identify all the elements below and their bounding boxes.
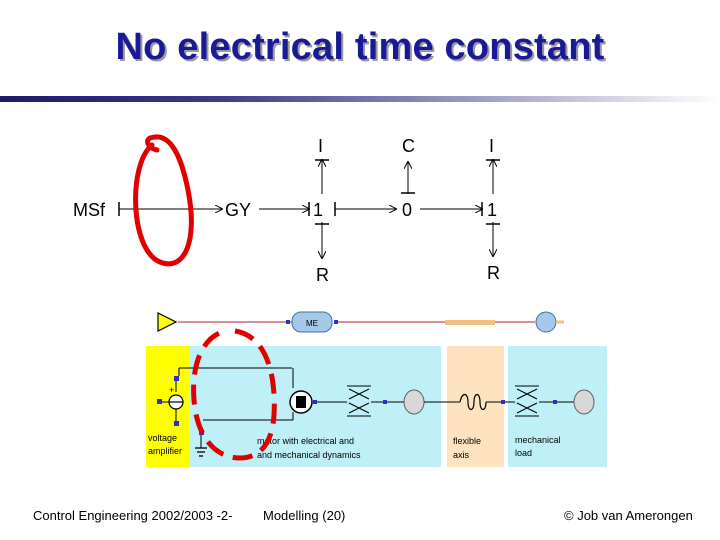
load-inertia-icon [535,311,557,333]
bearing-icon [347,385,371,417]
iconic-diagram: ME + [146,311,607,467]
me-block [291,311,333,333]
bg-resistor-right: R [487,263,500,283]
bg-junction-1-left: 1 [313,200,323,220]
caption-flexible-2: axis [453,450,470,460]
signal-source-triangle-icon [157,312,178,332]
bg-junction-0: 0 [402,200,412,220]
panel-motor [189,346,441,467]
bearing-load-icon [515,385,539,417]
slide-title: No electrical time constant [115,26,605,68]
load-mass-icon [573,389,595,415]
red-highlight-circle [133,134,194,267]
caption-motor-2: and mechanical dynamics [257,450,361,460]
bg-source-msf: MSf [73,200,106,220]
bg-gyrator-gy: GY [225,200,251,220]
bg-inertia-left: I [318,136,323,156]
flex-link-bar [445,320,495,325]
footer-page: Modelling (20) [263,508,346,523]
svg-text:+: + [169,385,174,395]
caption-voltage-2: amplifier [148,446,182,456]
footer-course: Control Engineering 2002/2003 -2- [33,508,233,523]
caption-flexible-1: flexible [453,436,481,446]
caption-motor-1: motor with electrical and [257,436,354,446]
rotor-inertia-icon [403,389,425,415]
me-label: ME [306,319,318,328]
panel-flexible-axis [447,346,504,467]
spring-icon [459,393,487,411]
bg-resistor-left: R [316,265,329,285]
red-dashed-highlight [191,328,277,461]
bond-graph: MSf GY 1 0 1 I C I [73,134,500,285]
bg-junction-1-right: 1 [487,200,497,220]
caption-load-1: mechanical [515,435,561,445]
bg-capacitor: C [402,136,415,156]
bg-inertia-right: I [489,136,494,156]
caption-load-2: load [515,448,532,458]
caption-voltage-1: voltage [148,433,177,443]
title-underline [0,96,720,102]
footer-author: © Job van Amerongen [564,508,693,523]
